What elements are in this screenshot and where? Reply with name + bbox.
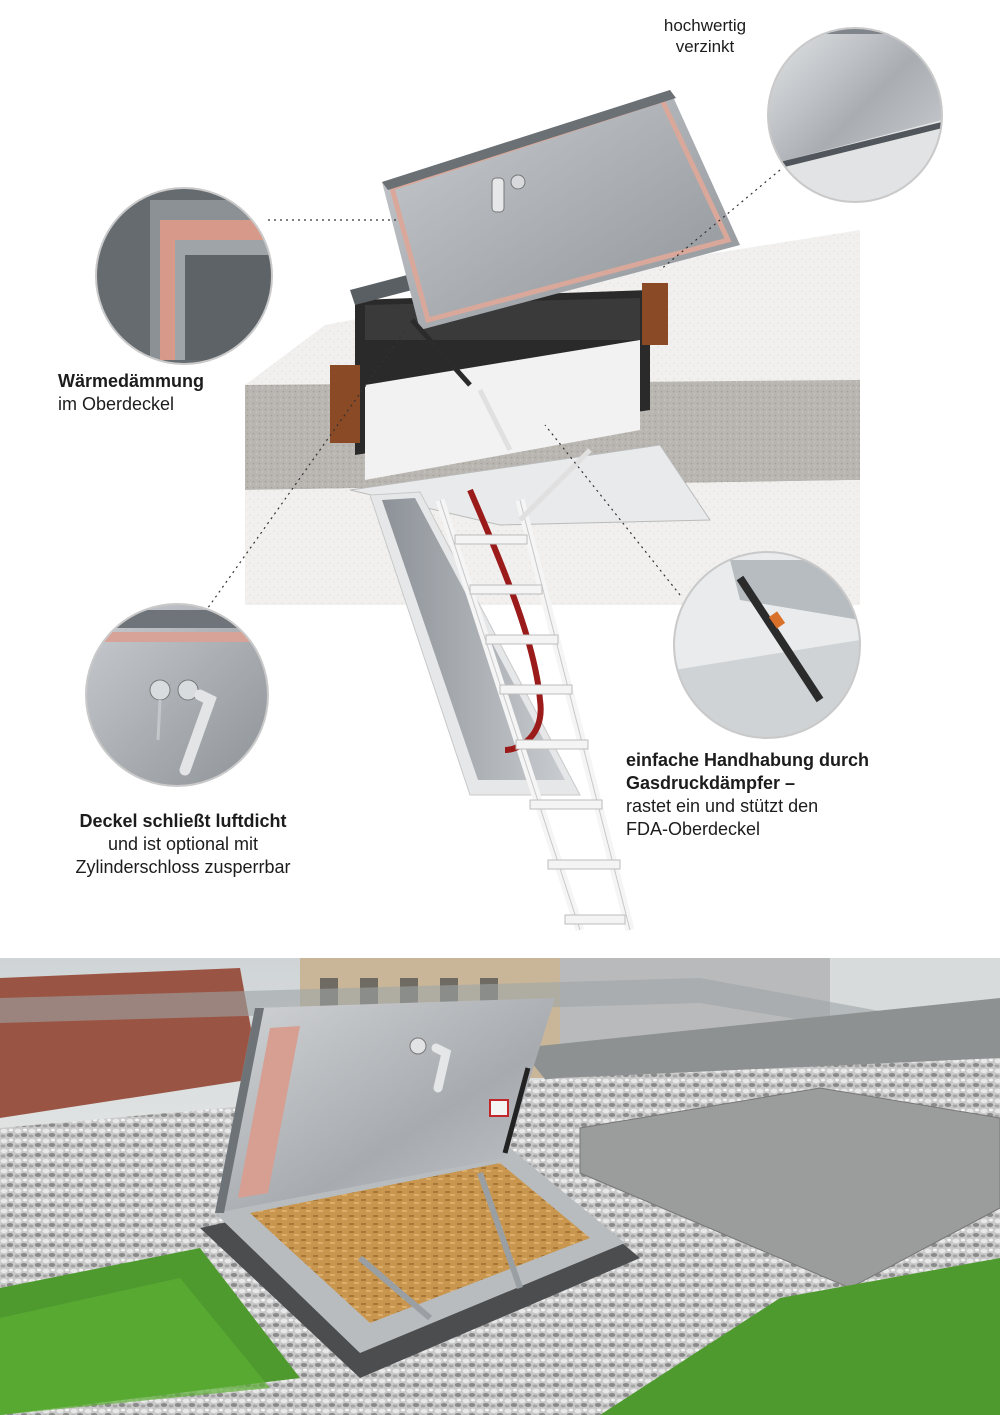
annotation-lid-text2: Zylinderschloss zusperrbar [75,857,291,877]
annotation-damper-title1: einfache Handhabung durch [626,750,870,770]
gas-strut-photo [502,1067,531,1154]
annotation-lid-text1: und ist optional mit [107,834,259,854]
roof-hatch-cutaway-illustration [85,27,943,932]
annotation-insulation-text: im Oberdeckel [58,394,175,414]
illustration-panel: Wärmedämmung im Oberdeckel hochwertig ve… [58,15,966,932]
open-lid-photo [215,998,555,1213]
annotation-insulation: Wärmedämmung im Oberdeckel [58,370,298,416]
annotation-lid: Deckel schließt luftdicht und ist option… [58,810,308,879]
annotation-lid-title: Deckel schließt luftdicht [79,811,287,831]
zoom-circle-galvanized [767,27,943,203]
annotation-damper: einfache Handhabung durch Gasdruckdämpfe… [626,749,966,841]
ladder-rungs [454,534,626,925]
grass-right [600,1258,1000,1415]
wood-block-left [330,365,360,443]
open-lid [382,90,740,330]
annotation-galvanized: hochwertig verzinkt [640,15,770,57]
annotation-galvanized-line1: hochwertig [663,16,747,35]
rooftop-photo [0,958,1000,1415]
rooftop-hatch-photo-illustration [0,958,1000,1415]
zoom-circle-insulation [95,187,273,365]
annotation-galvanized-line2: verzinkt [675,37,735,56]
annotation-insulation-title: Wärmedämmung [58,371,205,391]
wood-block-right [642,283,668,345]
annotation-damper-title2: Gasdruckdämpfer – [626,773,796,793]
paving-slabs [579,1087,1000,1289]
zoom-circle-damper [673,551,861,739]
annotation-damper-text1: rastet ein und stützt den [626,796,819,816]
hatch-opening-wood [250,1163,590,1323]
leader-lines [204,169,781,613]
zoom-circle-lock [85,603,269,787]
annotation-damper-text2: FDA-Oberdeckel [626,819,761,839]
